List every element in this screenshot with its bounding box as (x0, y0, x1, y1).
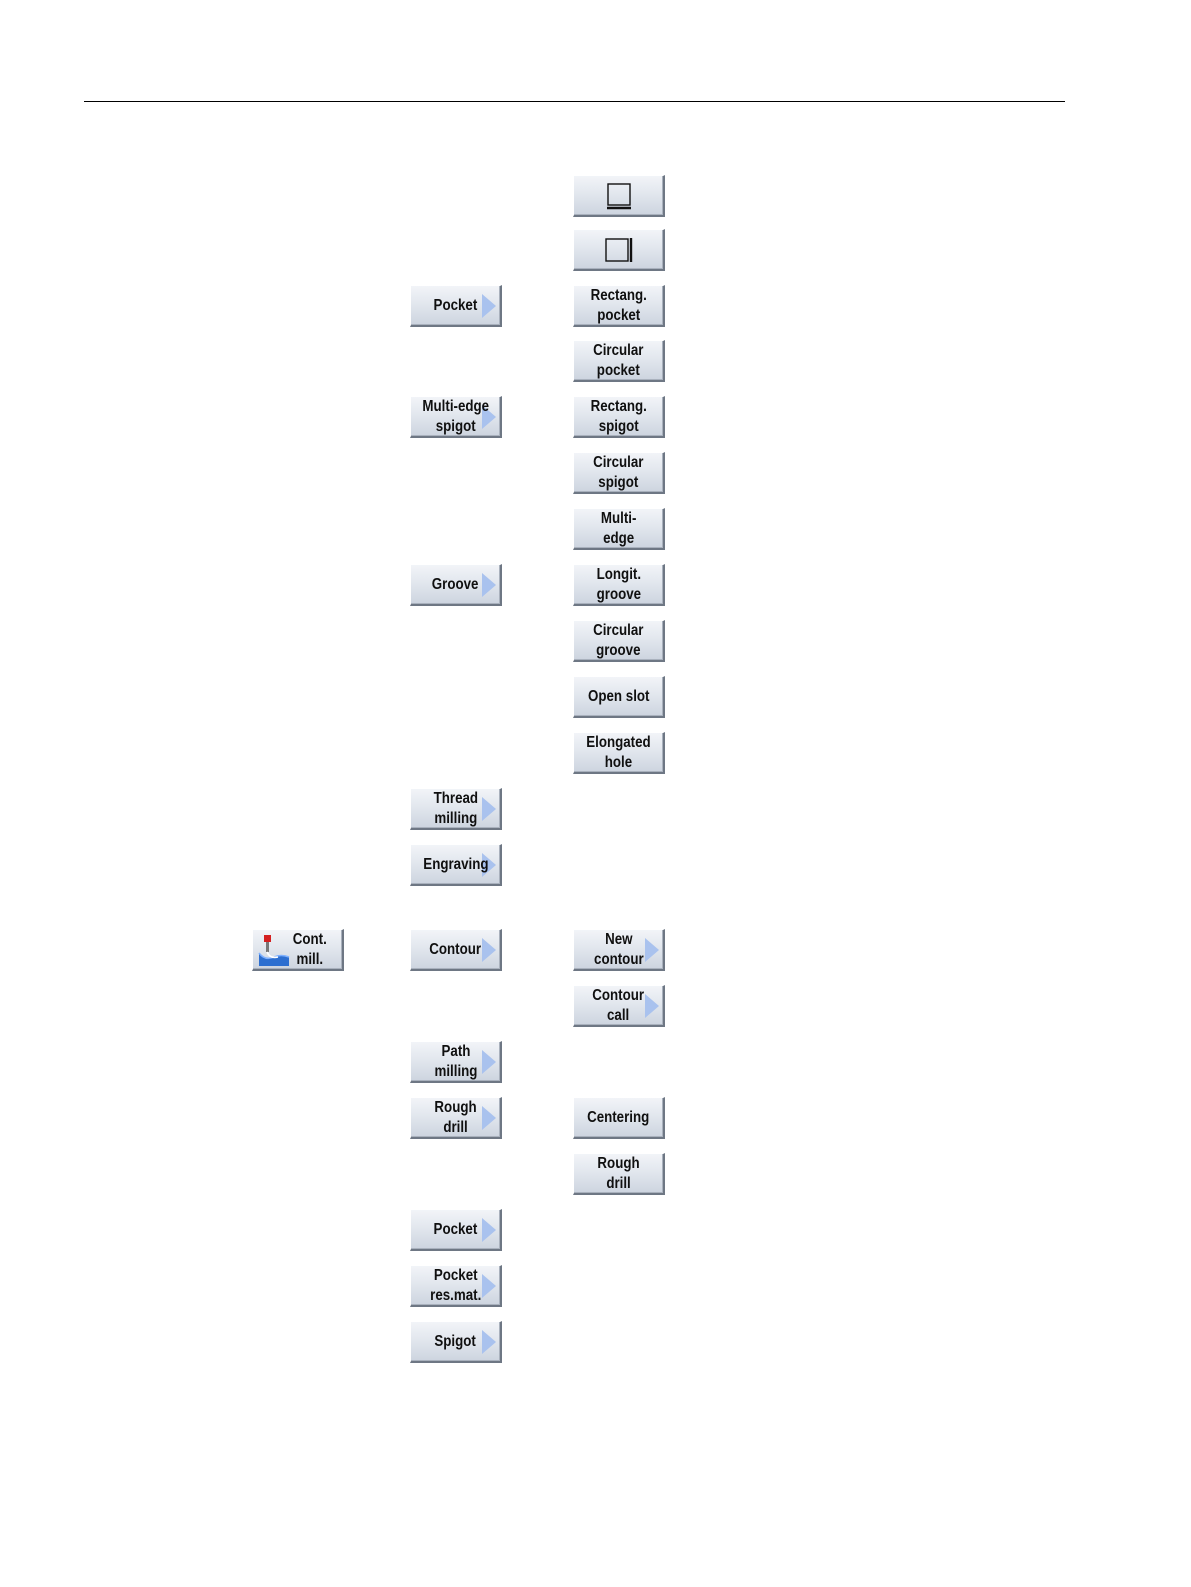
rectang-spigot-softkey[interactable]: Rectang. spigot (573, 396, 665, 438)
open-slot-softkey[interactable]: Open slot (573, 676, 665, 718)
softkey-label: Contour call (592, 986, 645, 1024)
softkey-label: Rough drill (597, 1154, 640, 1192)
softkey-label: Multi-edge spigot (422, 397, 489, 435)
submenu-arrow-icon (482, 1329, 496, 1354)
softkey-label: Pocket (433, 296, 478, 314)
contour-softkey[interactable]: Contour (410, 929, 502, 971)
multi-edge-spigot-softkey[interactable]: Multi-edge spigot (410, 396, 502, 438)
pocket-softkey[interactable]: Pocket (410, 285, 502, 327)
circular-pocket-softkey[interactable]: Circular pocket (573, 340, 665, 382)
softkey-label: Multi- edge (600, 509, 637, 547)
softkey-label: Elongated hole (586, 733, 651, 771)
rough-drill-l-softkey[interactable]: Rough drill (410, 1097, 502, 1139)
submenu-arrow-icon (482, 1217, 496, 1242)
softkey-label: Rough drill (434, 1098, 477, 1136)
softkey-label: Spigot (434, 1332, 477, 1350)
softkey-label: Rectang. spigot (590, 397, 647, 435)
new-contour-softkey[interactable]: New contour (573, 929, 665, 971)
elongated-hole-softkey[interactable]: Elongated hole (573, 732, 665, 774)
rough-drill-r-softkey[interactable]: Rough drill (573, 1153, 665, 1195)
centering-softkey[interactable]: Centering (573, 1097, 665, 1139)
submenu-arrow-icon (645, 937, 659, 962)
submenu-arrow-icon (645, 993, 659, 1018)
softkey-label: Thread milling (433, 789, 478, 827)
pocket-res-mat-softkey[interactable]: Pocket res.mat. (410, 1265, 502, 1307)
circular-spigot-softkey[interactable]: Circular spigot (573, 452, 665, 494)
face-milling-bottom-icon (604, 181, 634, 211)
icon-face-softkey[interactable] (573, 175, 665, 217)
submenu-arrow-icon (482, 404, 496, 429)
multi-edge-softkey[interactable]: Multi- edge (573, 508, 665, 550)
circular-groove-softkey[interactable]: Circular groove (573, 620, 665, 662)
softkey-label: Contour (429, 940, 482, 958)
softkey-label: Path milling (434, 1042, 477, 1080)
submenu-arrow-icon (482, 937, 496, 962)
thread-milling-softkey[interactable]: Thread milling (410, 788, 502, 830)
submenu-arrow-icon (482, 1049, 496, 1074)
rectang-pocket-softkey[interactable]: Rectang. pocket (573, 285, 665, 327)
icon-side-softkey[interactable] (573, 229, 665, 271)
softkey-label: Pocket res.mat. (429, 1266, 482, 1304)
pocket-2-softkey[interactable]: Pocket (410, 1209, 502, 1251)
softkey-label: Centering (587, 1108, 650, 1126)
longit-groove-softkey[interactable]: Longit. groove (573, 564, 665, 606)
softkey-label: Cont. mill. (293, 930, 328, 968)
softkey-label: Circular spigot (593, 453, 644, 491)
contour-call-softkey[interactable]: Contour call (573, 985, 665, 1027)
engraving-softkey[interactable]: Engraving (410, 844, 502, 886)
groove-softkey[interactable]: Groove (410, 564, 502, 606)
softkey-label: Rectang. pocket (590, 286, 647, 324)
contour-milling-icon (258, 935, 290, 966)
softkey-label: Groove (432, 575, 479, 593)
submenu-arrow-icon (482, 572, 496, 597)
softkey-label: New contour (593, 930, 644, 968)
face-milling-side-icon (603, 235, 635, 265)
submenu-arrow-icon (482, 1273, 496, 1298)
cont-mill-softkey[interactable]: Cont. mill. (252, 929, 344, 971)
softkey-label: Circular pocket (593, 341, 644, 379)
path-milling-softkey[interactable]: Path milling (410, 1041, 502, 1083)
submenu-arrow-icon (482, 1105, 496, 1130)
submenu-arrow-icon (482, 293, 496, 318)
softkey-label: Circular groove (593, 621, 644, 659)
softkey-label: Longit. groove (596, 565, 641, 603)
submenu-arrow-icon (482, 796, 496, 821)
spigot-softkey[interactable]: Spigot (410, 1321, 502, 1363)
softkey-label: Open slot (587, 687, 650, 705)
softkey-label: Pocket (433, 1220, 478, 1238)
header-rule (84, 101, 1065, 102)
submenu-arrow-icon (482, 852, 496, 877)
softkey-label: Engraving (422, 855, 489, 873)
